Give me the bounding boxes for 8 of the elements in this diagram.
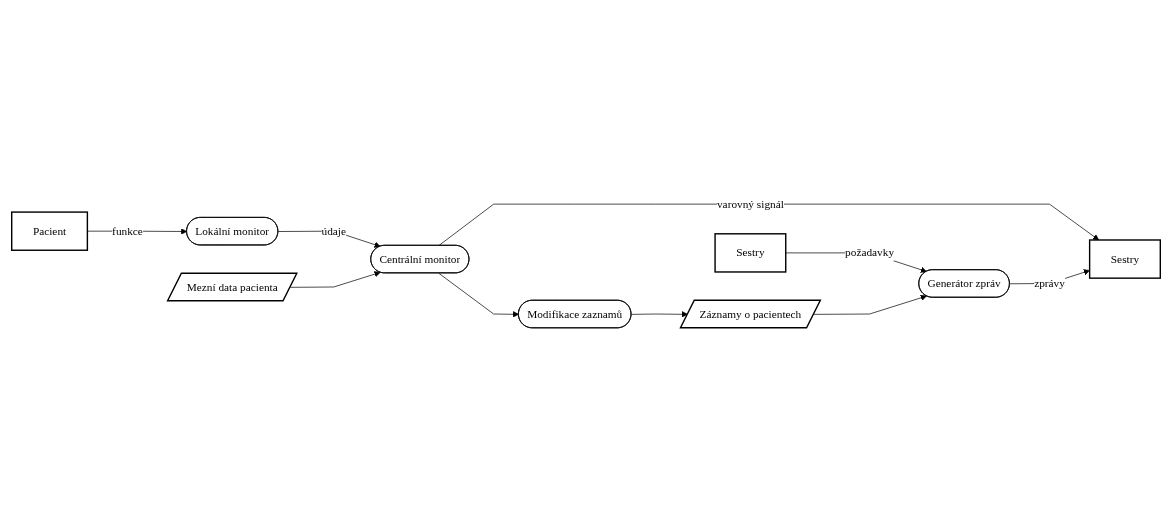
edge-label: funkce [112, 224, 143, 237]
edge-label: zprávy [1034, 276, 1065, 289]
edge-label: požadavky [845, 246, 895, 259]
edge-label: varovný signál [716, 197, 784, 210]
node-box: Sestry [714, 232, 787, 273]
node-box: Pacient [11, 211, 89, 251]
edge-label: údaje [321, 224, 347, 237]
node-box: Sestry [1088, 239, 1161, 279]
